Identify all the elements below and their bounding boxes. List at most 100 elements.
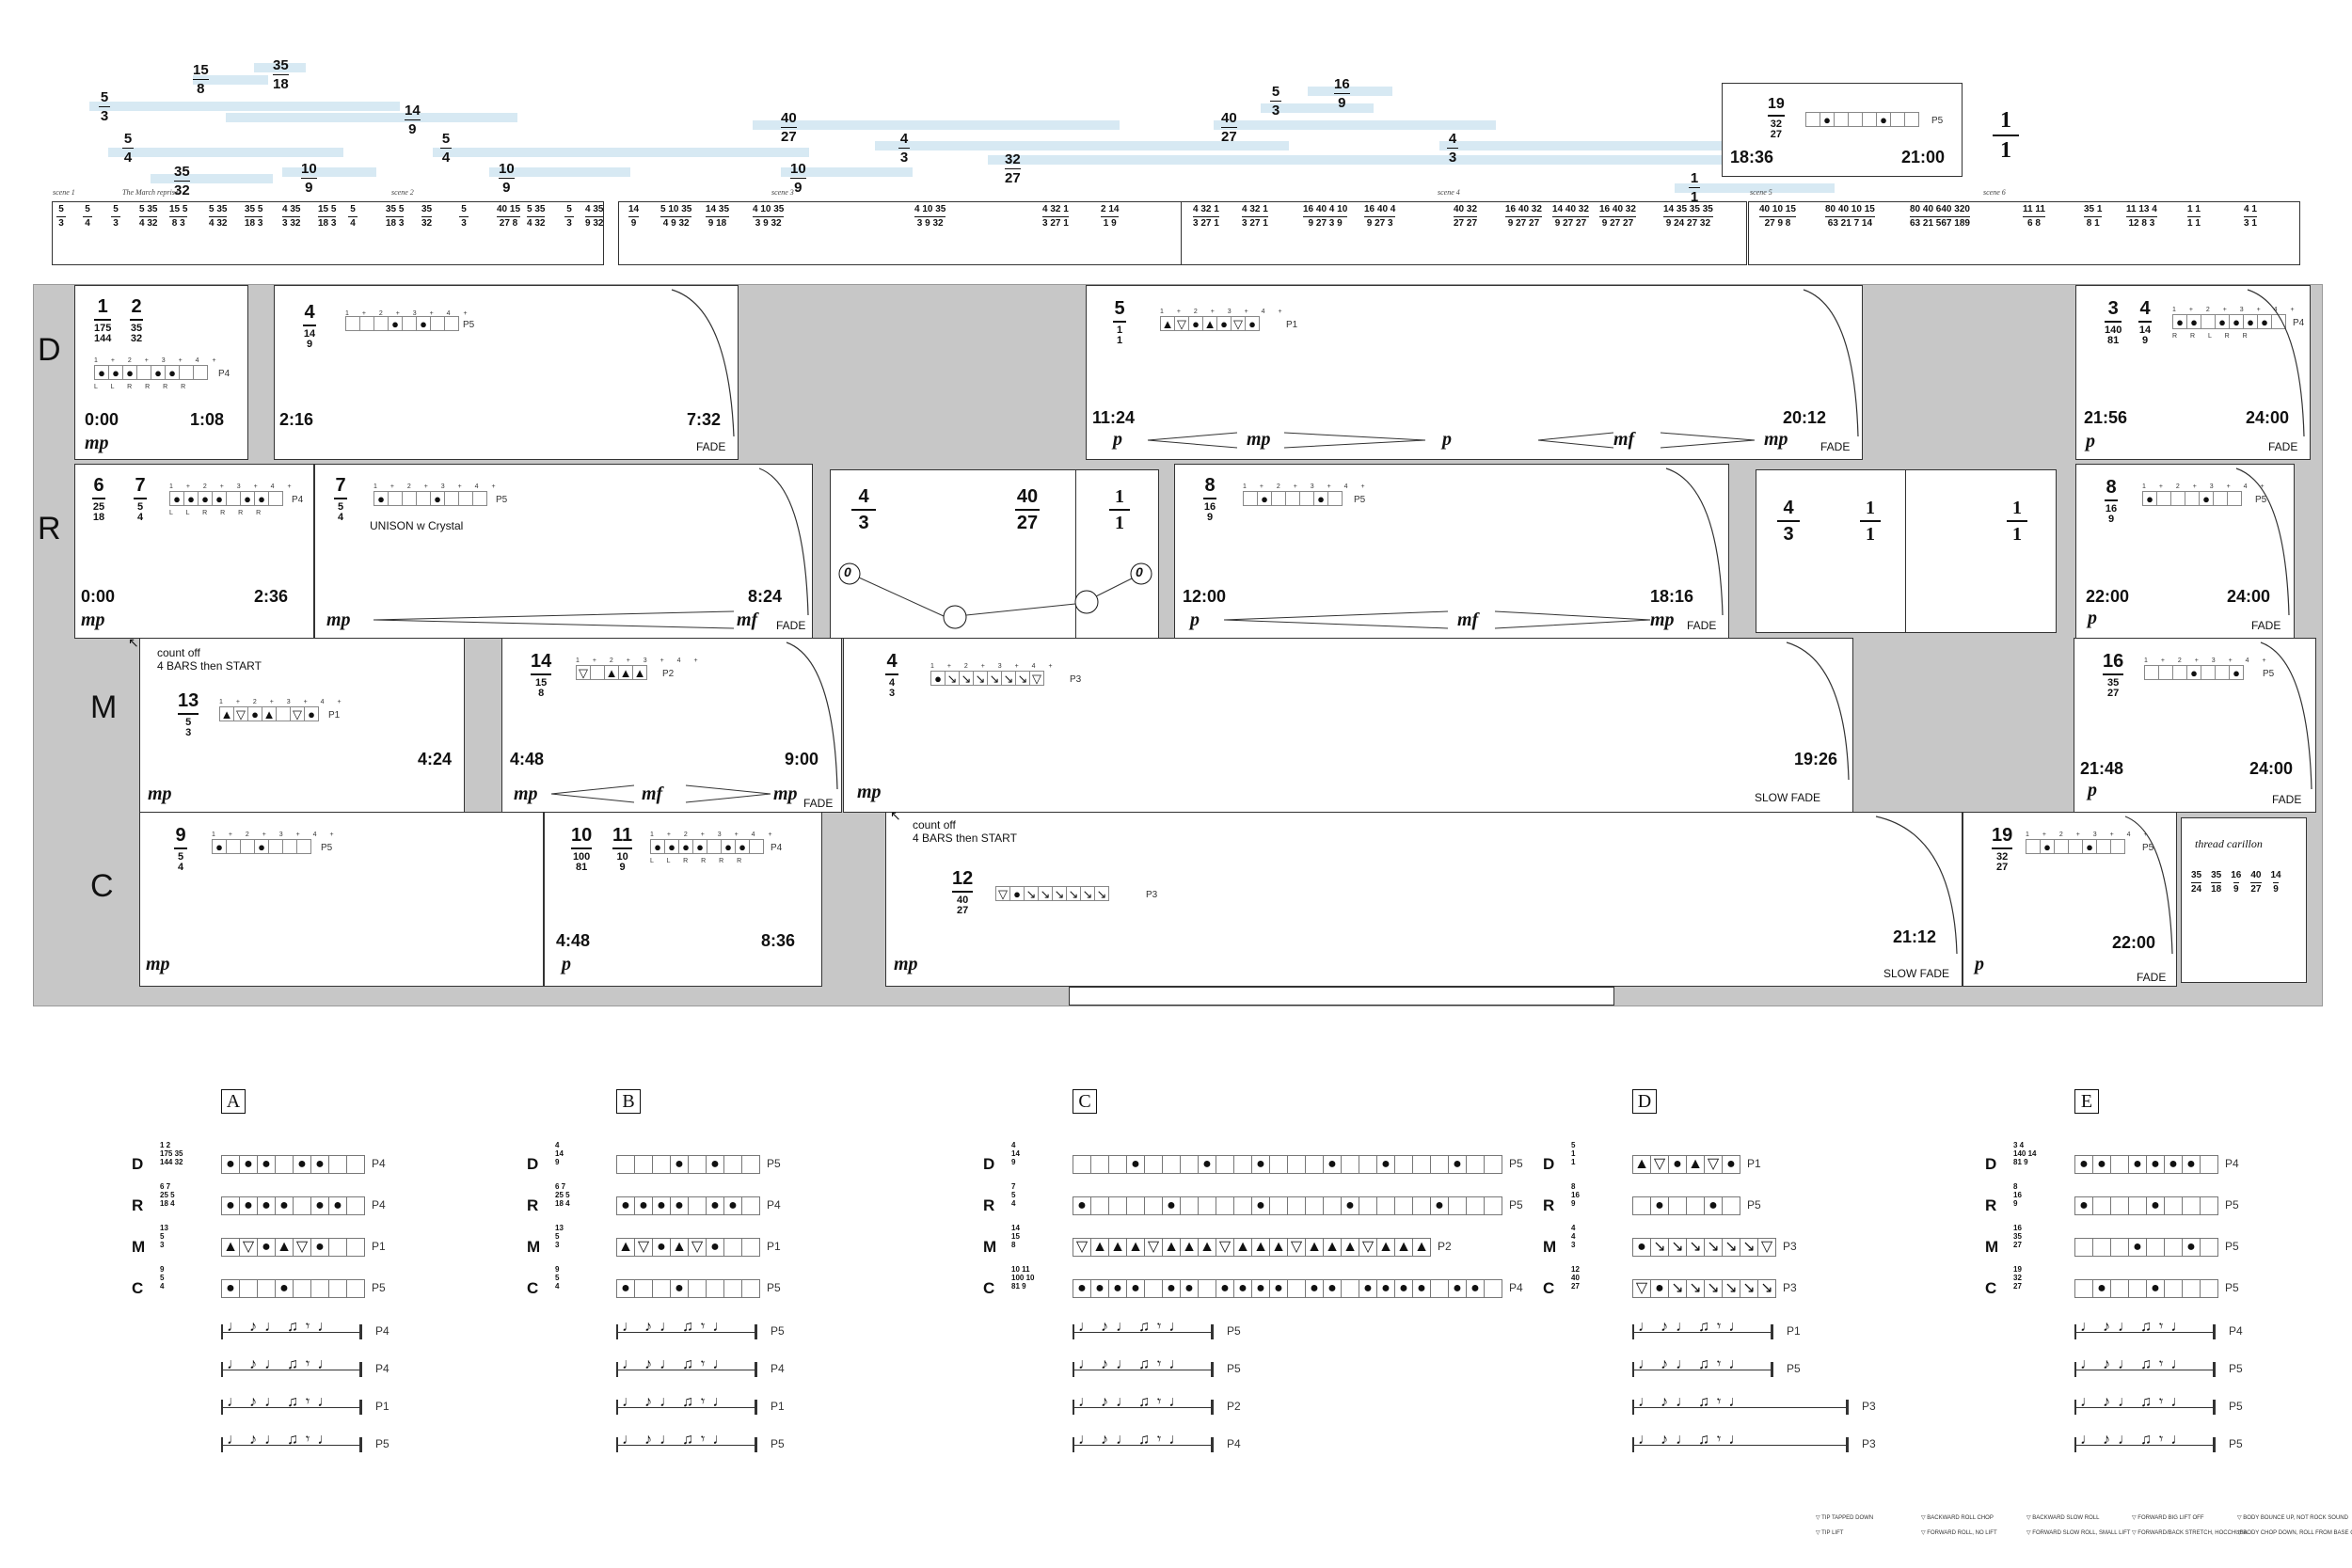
legend-row-fraction: 3 4 140 14 81 9 xyxy=(2013,1141,2037,1166)
key-entry: ▽ FORWARD BIG LIFT OFF xyxy=(2132,1515,2204,1521)
legend-pattern-p: P2 xyxy=(1438,1240,1452,1253)
legend-row-label: C xyxy=(1985,1279,1997,1297)
scene-label: The March reprise xyxy=(122,188,179,197)
rhythm-staff: ♩♪♩♫𝄾♩ xyxy=(616,1356,757,1377)
legend-pattern-p: P5 xyxy=(2225,1198,2239,1212)
timeline-bar xyxy=(254,63,306,72)
legend-row-label: D xyxy=(983,1155,995,1173)
legend-pattern-p: P5 xyxy=(767,1157,781,1170)
staff-p-label: P2 xyxy=(1227,1400,1241,1413)
bottom-spacer xyxy=(1069,987,1614,1006)
row-label-c: C xyxy=(90,868,114,904)
legend-row-label: M xyxy=(527,1238,541,1256)
legend-pattern: ●●●●●●●●●●●●●●●●●● xyxy=(1073,1279,1502,1298)
legend-row-fraction: 14 15 8 xyxy=(1011,1224,1020,1249)
rhythm-staff: ♩♪♩♫𝄾♩ xyxy=(1073,1432,1214,1452)
legend-row-label: R xyxy=(983,1196,995,1214)
legend-pattern-p: P5 xyxy=(1509,1198,1523,1212)
legend-pattern-p: P5 xyxy=(1509,1157,1523,1170)
staff-p-label: P5 xyxy=(771,1437,785,1450)
legend-row-label: M xyxy=(1543,1238,1557,1256)
section-label-e: E xyxy=(2074,1089,2099,1114)
staff-p-label: P5 xyxy=(1227,1324,1241,1338)
legend-pattern: ●●●●●● xyxy=(616,1196,760,1215)
staff-p-label: P5 xyxy=(2229,1437,2243,1450)
timeline-bar xyxy=(282,167,376,177)
legend-row-fraction: 8 16 9 xyxy=(1571,1182,1580,1208)
legend-row-fraction: 6 7 25 5 18 4 xyxy=(555,1182,570,1208)
legend-row-fraction: 4 4 3 xyxy=(1571,1224,1576,1249)
legend-pattern: ▽●↘↘↘↘↘↘ xyxy=(1632,1279,1776,1298)
legend-row-label: C xyxy=(983,1279,995,1297)
rhythm-staff: ♩♪♩♫𝄾♩ xyxy=(1073,1356,1214,1377)
timeline-bar xyxy=(1261,103,1374,113)
legend-pattern: ●●●●●● xyxy=(2074,1155,2218,1174)
legend-pattern: ●●●●●● xyxy=(1073,1155,1502,1174)
legend-pattern: ●● xyxy=(616,1279,760,1298)
timeline-bar xyxy=(489,167,630,177)
legend-pattern-p: P4 xyxy=(1509,1281,1523,1294)
staff-p-label: P4 xyxy=(375,1362,389,1375)
rhythm-staff: ♩♪♩♫𝄾♩ xyxy=(2074,1394,2216,1415)
legend-pattern-p: P5 xyxy=(2225,1240,2239,1253)
timeline-bar xyxy=(433,148,809,157)
legend-row-label: R xyxy=(527,1196,539,1214)
rhythm-staff: ♩♪♩♫𝄾♩ xyxy=(221,1356,362,1377)
staff-p-label: P4 xyxy=(771,1362,785,1375)
scene-label: scene 2 xyxy=(391,188,414,197)
section-label-c: C xyxy=(1073,1089,1097,1114)
legend-pattern-p: P1 xyxy=(372,1240,386,1253)
rhythm-staff: ♩♪♩♫𝄾♩ xyxy=(2074,1319,2216,1339)
rhythm-staff: ♩♪♩♫𝄾♩ xyxy=(1073,1319,1214,1339)
legend-pattern-p: P4 xyxy=(372,1198,386,1212)
timeline-bar xyxy=(1214,120,1496,130)
legend-row-label: C xyxy=(527,1279,539,1297)
legend-pattern-p: P3 xyxy=(1783,1281,1797,1294)
legend-row-label: R xyxy=(1985,1196,1997,1214)
timeline-bar xyxy=(1439,141,1853,150)
key-entry: ▽ FORWARD ROLL, NO LIFT xyxy=(1921,1530,1997,1536)
